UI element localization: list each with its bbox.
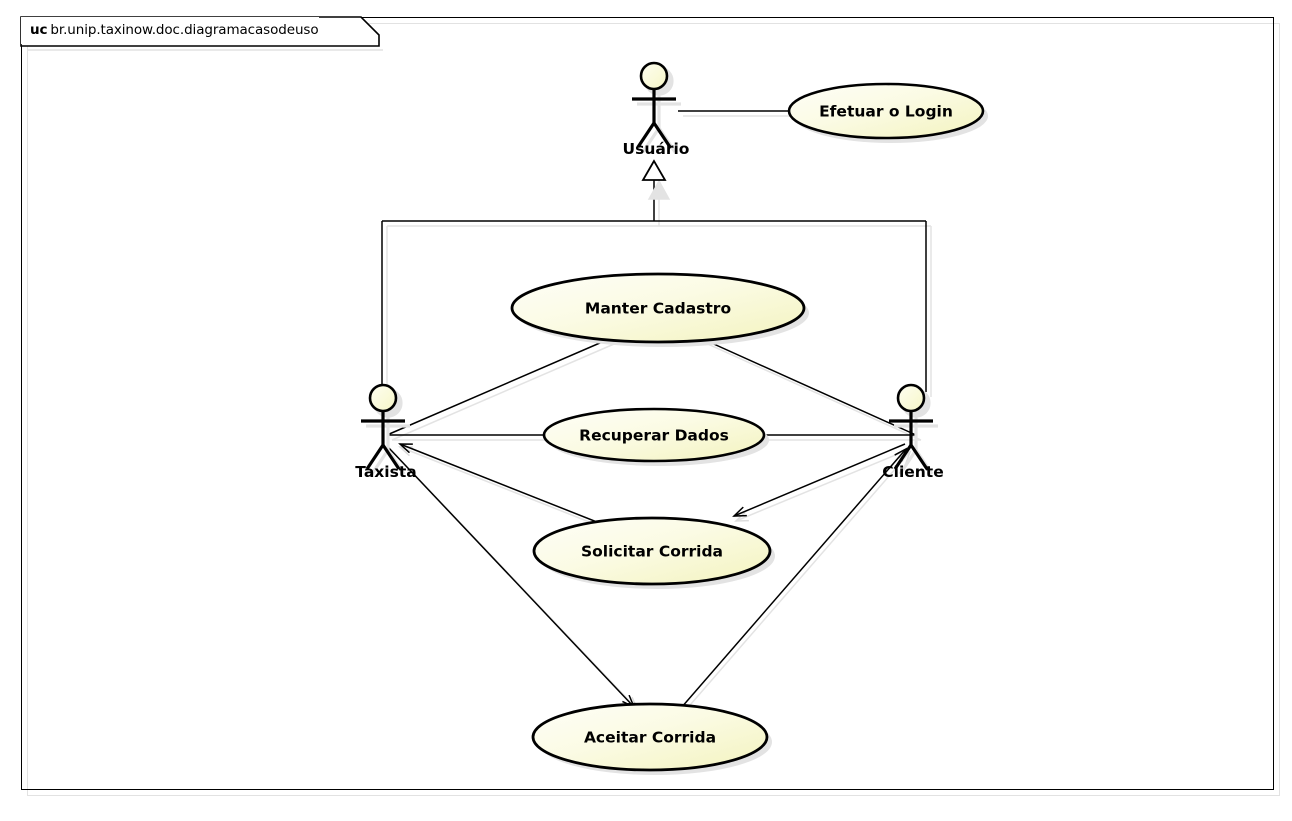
use-case-label: Recuperar Dados bbox=[579, 427, 729, 445]
use-case-aceitar-corrida[interactable]: Aceitar Corrida bbox=[531, 702, 772, 775]
frame-name: br.unip.taxinow.doc.diagramacasodeuso bbox=[50, 21, 319, 38]
use-case-label: Efetuar o Login bbox=[819, 103, 953, 121]
edge-taxista-manter-cadastro[interactable] bbox=[386, 335, 617, 436]
use-case-efetuar-login[interactable]: Efetuar o Login bbox=[787, 82, 988, 143]
edge-solicitar-corrida-taxista[interactable] bbox=[400, 444, 608, 527]
actor-taxista[interactable]: Taxista bbox=[355, 383, 417, 481]
edges bbox=[381, 110, 927, 709]
actor-cliente[interactable]: Cliente bbox=[882, 383, 944, 481]
use-case-ellipse bbox=[532, 516, 772, 586]
use-case-recuperar-dados[interactable]: Recuperar Dados bbox=[542, 407, 769, 466]
diagram-frame bbox=[21, 17, 1274, 790]
actor-usuario[interactable]: Usuário bbox=[623, 61, 690, 158]
actor-figure-icon bbox=[361, 383, 405, 470]
edge-cliente-manter-cadastro[interactable] bbox=[695, 335, 917, 436]
edge-cliente-solicitar-corrida[interactable] bbox=[734, 443, 906, 516]
use-case-ellipse bbox=[787, 82, 985, 140]
use-case-manter-cadastro[interactable]: Manter Cadastro bbox=[510, 272, 809, 347]
use-case-label: Aceitar Corrida bbox=[584, 729, 716, 747]
use-case-label: Manter Cadastro bbox=[585, 300, 731, 318]
edge-taxista-aceitar-corrida[interactable] bbox=[387, 446, 634, 707]
diagram-frame-shadow bbox=[27, 23, 1280, 796]
edge-aceitar-corrida-cliente[interactable] bbox=[680, 449, 906, 709]
actor-figure-icon bbox=[632, 61, 676, 148]
use-case-ellipse bbox=[510, 272, 806, 344]
actor-label: Usuário bbox=[623, 140, 690, 158]
generalization-arrowhead-icon bbox=[641, 159, 671, 200]
actor-figure-icon bbox=[889, 383, 933, 470]
use-case-ellipse bbox=[531, 702, 769, 772]
use-case-ellipse bbox=[542, 407, 766, 463]
use-case-label: Solicitar Corrida bbox=[581, 543, 723, 561]
use-case-solicitar-corrida[interactable]: Solicitar Corrida bbox=[532, 516, 775, 589]
actor-label: Cliente bbox=[882, 463, 943, 481]
actor-label: Taxista bbox=[355, 463, 416, 481]
frame-keyword: uc bbox=[30, 21, 48, 38]
